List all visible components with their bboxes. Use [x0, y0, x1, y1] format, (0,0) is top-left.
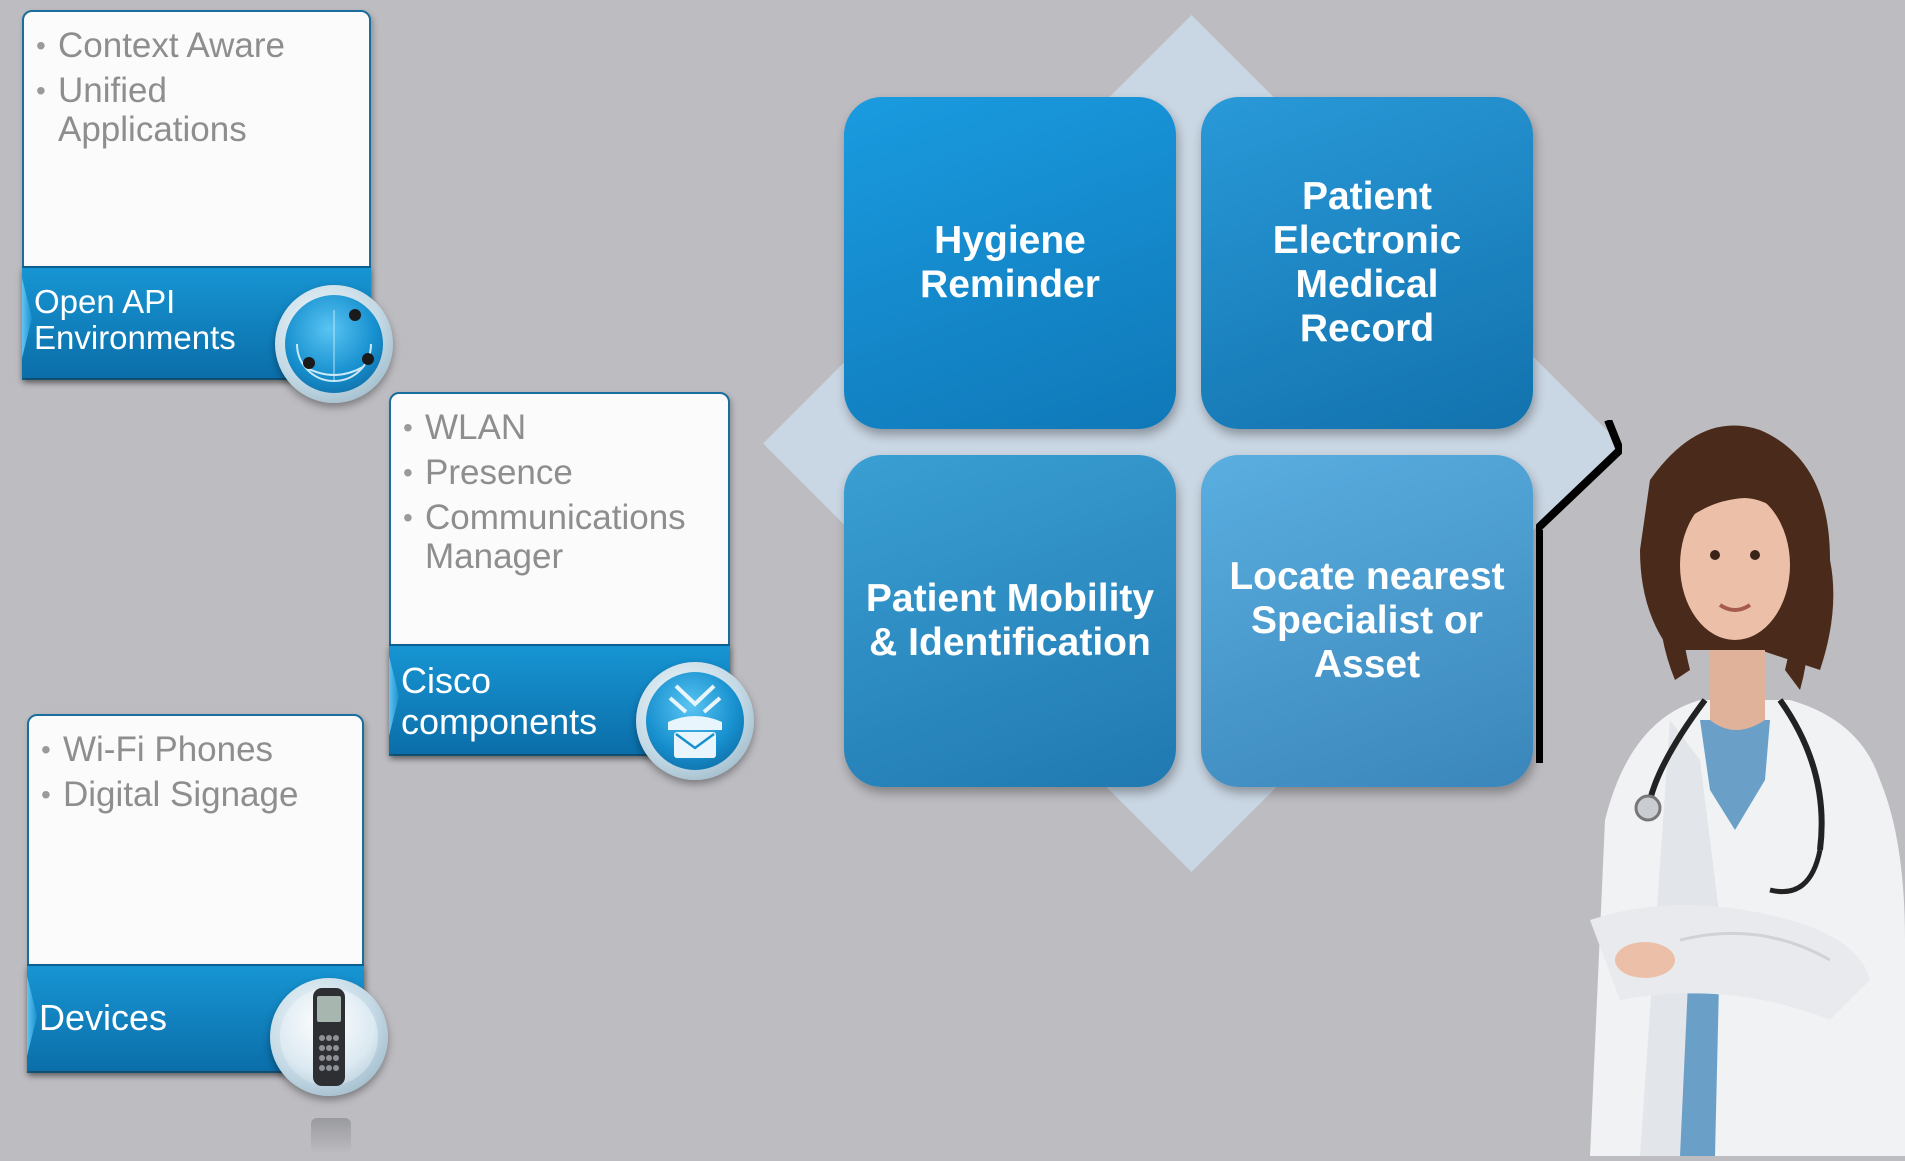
tile-label: Patient Mobility & Identification: [865, 577, 1155, 664]
communications-icon: [636, 662, 754, 780]
tile-locate-specialist: Locate nearest Specialist or Asset: [1201, 455, 1533, 787]
api-feature-list: Context Aware Unified Applications: [24, 12, 369, 149]
list-item: Wi-Fi Phones: [37, 730, 362, 769]
api-label: Open API Environments: [34, 283, 236, 356]
list-item: Communications Manager: [399, 498, 715, 576]
tile-label: Patient Electronic Medical Record: [1272, 175, 1462, 350]
tile-label: Locate nearest Specialist or Asset: [1229, 555, 1505, 686]
phone-reflection: [311, 1118, 351, 1154]
cisco-label: Cisco components: [401, 660, 598, 742]
list-item: Unified Applications: [32, 71, 288, 149]
tile-patient-emr: Patient Electronic Medical Record: [1201, 97, 1533, 429]
tile-patient-mobility: Patient Mobility & Identification: [844, 455, 1176, 787]
list-item: Context Aware: [32, 26, 369, 65]
doctor-photo: [1530, 420, 1905, 1156]
list-item: Presence: [399, 453, 728, 492]
diamond-shadow-edge: [1533, 418, 1625, 765]
list-item: Digital Signage: [37, 775, 362, 814]
devices-label: Devices: [39, 997, 168, 1038]
globe-icon: [275, 285, 393, 403]
devices-feature-list: Wi-Fi Phones Digital Signage: [29, 716, 362, 814]
list-item: WLAN: [399, 408, 728, 447]
tile-hygiene-reminder: Hygiene Reminder: [844, 97, 1176, 429]
tile-label: Hygiene Reminder: [920, 219, 1100, 306]
phone-icon: [270, 978, 388, 1096]
cisco-feature-list: WLAN Presence Communications Manager: [391, 394, 728, 576]
